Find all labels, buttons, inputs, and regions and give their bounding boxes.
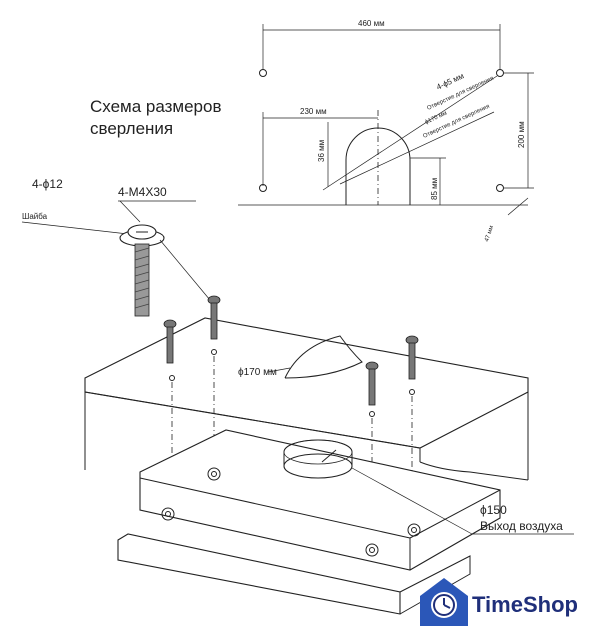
board-cutout	[284, 335, 363, 379]
dim-200-label: 200 мм	[517, 121, 526, 148]
dim-47-label: 47 мм	[484, 225, 495, 243]
cabinet-board: ϕ170 мм	[84, 317, 529, 481]
hood-front-panel	[117, 533, 401, 615]
mount-hole-top-right	[496, 69, 504, 77]
hole-4phi5-label: 4-ϕ5 мм	[435, 71, 465, 92]
hood-body	[117, 429, 501, 615]
drilling-title-line1: Схема размеров	[90, 97, 222, 116]
drilling-template: 460 мм 230 мм 36 мм 85 мм 200 мм 47 мм	[238, 19, 534, 243]
dim-85-label: 85 мм	[430, 178, 439, 200]
dim-460-label: 460 мм	[358, 19, 385, 28]
label-phi170: ϕ170 мм	[238, 367, 277, 378]
label-washer: Шайба	[22, 212, 48, 221]
screw-shaft	[134, 243, 150, 317]
air-outlet-collar	[283, 453, 353, 479]
mounting-screws	[163, 295, 419, 406]
dim-230-label: 230 мм	[300, 107, 327, 116]
clock-tag-icon	[420, 578, 468, 626]
drilling-title-line2: сверления	[90, 119, 173, 138]
dim-36-label: 36 мм	[317, 140, 326, 162]
label-4phi12: 4-ϕ12	[32, 177, 63, 191]
brand-logo: TimeShop	[420, 578, 578, 626]
screw-callout: 4-ϕ12 4-M4X30 Шайба	[21, 177, 211, 317]
label-m4x30: 4-M4X30	[118, 185, 167, 199]
label-air-outlet: Выход воздуха	[480, 519, 563, 533]
label-phi150: ϕ150	[480, 503, 507, 517]
mount-hole-top-left	[259, 69, 267, 77]
brand-name: TimeShop	[472, 592, 578, 617]
mount-hole-bottom-right	[496, 184, 504, 192]
